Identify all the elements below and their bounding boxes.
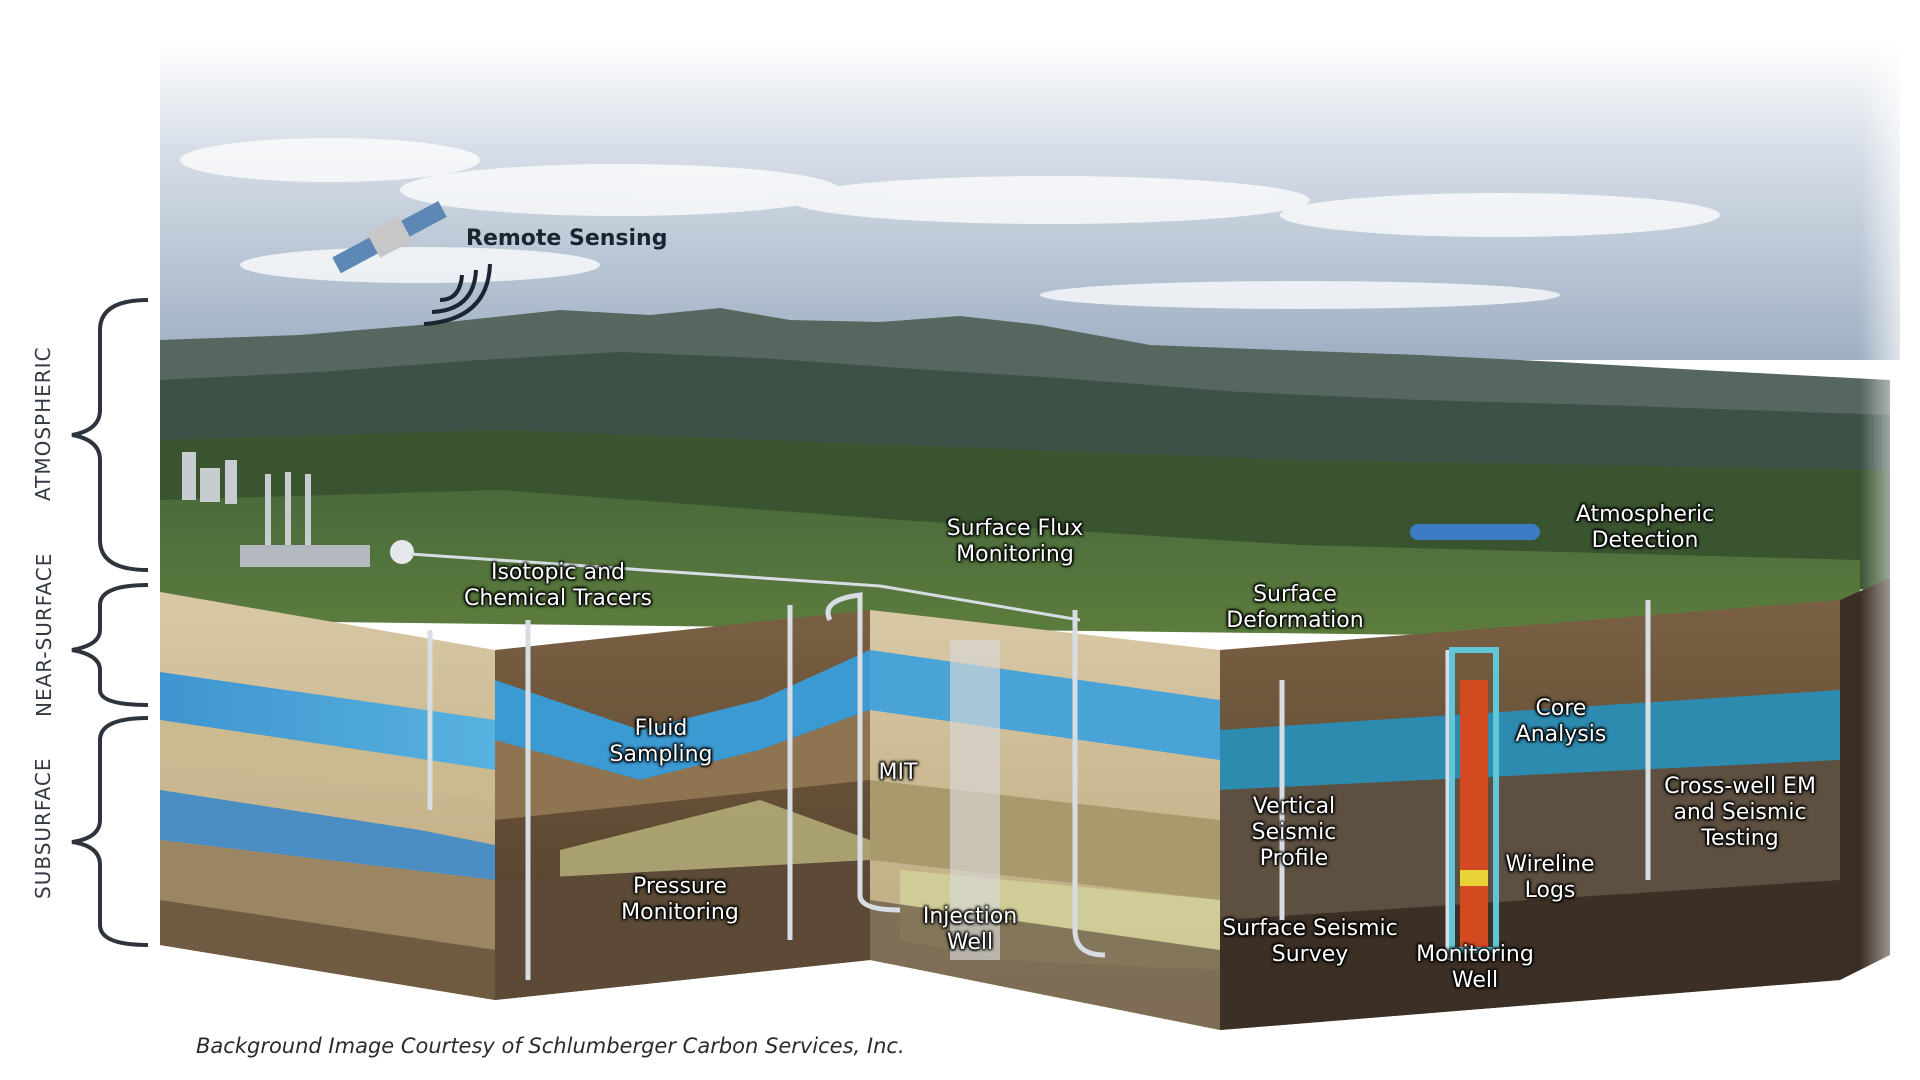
injection-well-column: [950, 640, 1000, 960]
label-pressure-monitoring: Pressure Monitoring: [621, 874, 739, 925]
label-core-analysis: Core Analysis: [1515, 696, 1607, 747]
zone-label-atmospheric: ATMOSPHERIC: [31, 346, 55, 501]
zone-brackets: [71, 298, 149, 947]
label-crosswell: Cross-well EM and Seismic Testing: [1664, 774, 1816, 851]
label-isotopic-tracers: Isotopic and Chemical Tracers: [464, 560, 652, 611]
label-mit: MIT: [878, 760, 918, 785]
cross-section-right: [1220, 600, 1840, 1030]
edge-fade: [1860, 40, 1920, 1040]
signal-waves-icon: [423, 263, 492, 326]
label-surface-deformation: Surface Deformation: [1226, 582, 1364, 633]
monitoring-well-log: [1460, 680, 1488, 950]
cross-section-center: [870, 610, 1220, 1030]
pipeline: [409, 552, 1081, 622]
label-fluid-sampling: Fluid Sampling: [609, 716, 713, 767]
satellite-icon: [332, 201, 447, 274]
label-surface-seismic: Surface Seismic Survey: [1222, 916, 1398, 967]
cross-section-left: [160, 592, 495, 1000]
label-wireline-logs: Wireline Logs: [1505, 852, 1595, 903]
label-monitoring-well: Monitoring Well: [1416, 942, 1534, 993]
label-remote-sensing: Remote Sensing: [466, 226, 668, 251]
monitoring-well-casing: [1449, 647, 1499, 953]
power-plant: [182, 452, 414, 567]
label-surface-flux: Surface Flux Monitoring: [946, 516, 1084, 567]
image-credit: Background Image Courtesy of Schlumberge…: [196, 1034, 905, 1058]
clouds: [180, 138, 1720, 309]
lake: [1410, 524, 1540, 540]
zone-label-near-surface: NEAR-SURFACE: [32, 552, 56, 717]
label-vertical-seismic: Vertical Seismic Profile: [1251, 794, 1337, 871]
label-injection-well: Injection Well: [922, 904, 1018, 955]
meadow: [160, 490, 1860, 640]
cross-section-mid: [495, 610, 870, 1000]
label-atmospheric-detection: Atmospheric Detection: [1575, 502, 1715, 553]
monitoring-well-log-yellow: [1460, 870, 1488, 886]
wells: [427, 592, 1651, 980]
zone-label-subsurface: SUBSURFACE: [31, 757, 55, 899]
